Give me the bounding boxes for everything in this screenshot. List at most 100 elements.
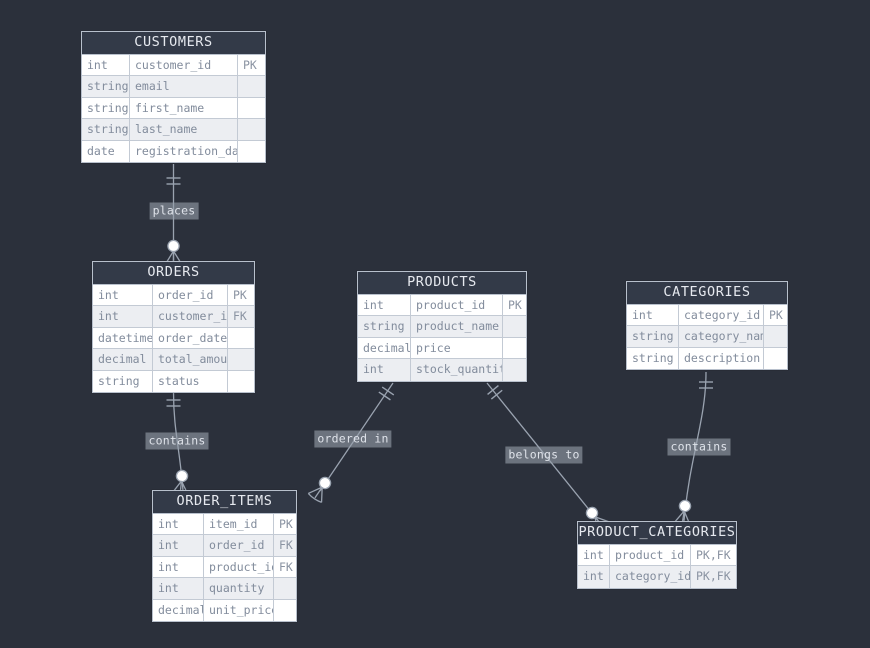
attribute-type: string bbox=[627, 347, 679, 370]
attribute-name: category_id bbox=[610, 566, 691, 588]
attribute-type: int bbox=[153, 514, 204, 535]
entity-title-categories: CATEGORIES bbox=[627, 282, 787, 305]
attribute-type: int bbox=[153, 556, 204, 578]
attribute-key bbox=[238, 98, 265, 118]
attribute-name: order_date bbox=[153, 327, 228, 349]
attribute-name: total_amount bbox=[153, 349, 228, 370]
attribute-type: int bbox=[627, 305, 679, 326]
attribute-name: customer_id bbox=[153, 306, 228, 327]
attribute-type: int bbox=[82, 55, 130, 76]
attribute-name: order_id bbox=[204, 535, 274, 556]
attribute-name: email bbox=[130, 76, 238, 97]
attribute-key bbox=[228, 349, 254, 369]
attribute-key bbox=[503, 338, 526, 358]
entity-title-product_categories: PRODUCT_CATEGORIES bbox=[578, 522, 736, 545]
entity-title-products: PRODUCTS bbox=[358, 272, 526, 295]
attribute-key bbox=[503, 316, 526, 336]
attribute-type: string bbox=[82, 97, 130, 119]
attribute-key: PK bbox=[233, 288, 247, 302]
attribute-type: int bbox=[153, 535, 204, 556]
attribute-key: PK bbox=[508, 298, 522, 312]
attribute-key bbox=[228, 371, 254, 392]
attribute-type: string bbox=[93, 370, 153, 392]
attribute-type: decimal bbox=[93, 349, 153, 370]
cardinality-zero-or-many-marker bbox=[307, 476, 332, 504]
attribute-key: FK bbox=[279, 538, 293, 553]
cardinality-exactly-one-marker bbox=[699, 381, 713, 389]
cardinality-exactly-one-marker bbox=[487, 385, 503, 400]
attribute-name: status bbox=[153, 370, 228, 392]
attribute-name: order_id bbox=[153, 285, 228, 306]
relationship-label-contains-product-categories: contains bbox=[667, 438, 731, 456]
attribute-name: last_name bbox=[130, 119, 238, 140]
attribute-name: customer_id bbox=[130, 55, 238, 76]
attribute-key bbox=[238, 119, 265, 139]
attribute-type: int bbox=[93, 285, 153, 306]
attribute-name: quantity bbox=[204, 578, 274, 599]
attribute-name: stock_quantity bbox=[411, 359, 503, 381]
attribute-key bbox=[238, 141, 265, 162]
attribute-key: PK,FK bbox=[696, 548, 731, 562]
attribute-name: description bbox=[679, 347, 764, 370]
attribute-key: PK bbox=[769, 308, 783, 322]
cardinality-exactly-one-marker bbox=[166, 399, 181, 407]
attribute-key: PK,FK bbox=[696, 569, 731, 584]
relationship-label-contains-order-items: contains bbox=[145, 432, 209, 450]
attribute-type: int bbox=[93, 306, 153, 327]
attribute-name: price bbox=[411, 337, 503, 359]
entity-title-customers: CUSTOMERS bbox=[82, 32, 265, 55]
attribute-key: FK bbox=[279, 559, 293, 574]
attribute-name: product_name bbox=[411, 316, 503, 337]
attribute-key bbox=[503, 359, 526, 380]
attribute-name: product_id bbox=[610, 545, 691, 566]
relationship-label-places: places bbox=[149, 202, 199, 220]
attribute-key bbox=[274, 578, 296, 598]
attribute-type: int bbox=[358, 359, 411, 381]
attribute-type: date bbox=[82, 140, 130, 162]
attribute-name: unit_price bbox=[204, 599, 274, 621]
attribute-name: item_id bbox=[204, 514, 274, 535]
attribute-type: int bbox=[358, 295, 411, 316]
entity-title-orders: ORDERS bbox=[93, 262, 254, 285]
attribute-key bbox=[274, 600, 296, 621]
attribute-name: first_name bbox=[130, 97, 238, 119]
entity-title-order_items: ORDER_ITEMS bbox=[153, 491, 296, 514]
attribute-key bbox=[764, 348, 787, 369]
attribute-name: category_name bbox=[679, 326, 764, 347]
attribute-key bbox=[238, 76, 265, 96]
attribute-name: product_id bbox=[411, 295, 503, 316]
attribute-type: int bbox=[578, 545, 610, 566]
attribute-key bbox=[228, 328, 254, 348]
